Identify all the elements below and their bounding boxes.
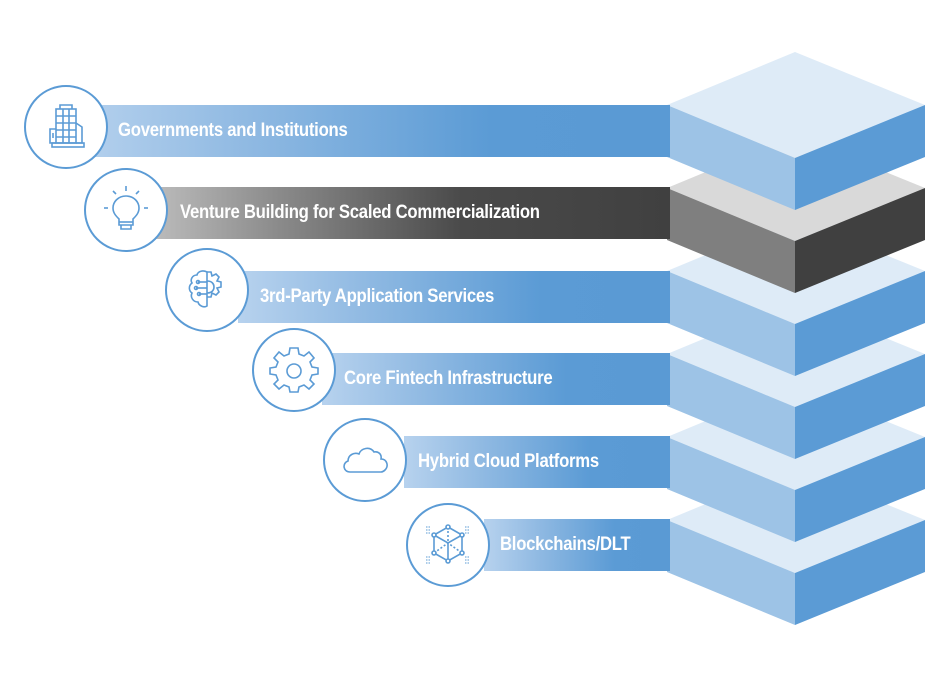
layer-label: Hybrid Cloud Platforms [418,451,599,472]
building-icon [49,104,85,148]
block-left-face [667,271,795,376]
brain-gear-icon [188,270,222,308]
layer-label: Governments and Institutions [118,120,348,141]
layer-icon-circle [323,418,407,502]
block-left-face [667,188,795,293]
layer-bar-application-services: 3rd-Party Application Services [238,271,670,323]
layer-bar-hybrid-cloud: Hybrid Cloud Platforms [404,436,670,488]
layer-icon-circle [165,248,249,332]
block-left-face [667,354,795,459]
layer-label: 3rd-Party Application Services [260,286,494,307]
block-left-face [667,105,795,210]
block-right-face [795,105,925,210]
layer-bar-governments: Governments and Institutions [70,105,670,157]
layer-icon-circle [406,503,490,587]
layer-icon-circle [24,85,108,169]
gear-icon [269,347,319,393]
block-right-face [795,437,925,542]
block-left-face [667,437,795,542]
layer-label: Core Fintech Infrastructure [344,368,553,389]
layer-icon-circle [252,328,336,412]
layer-bar-blockchains: Blockchains/DLT [484,519,670,571]
layer-bar-core-fintech: Core Fintech Infrastructure [322,353,670,405]
blockchain-cube-icon [426,524,470,564]
block-right-face [795,271,925,376]
block-right-face [795,354,925,459]
layer-icon-circle [84,168,168,252]
layer-bar-venture-building: Venture Building for Scaled Commercializ… [150,187,670,239]
block-right-face [795,520,925,625]
cloud-icon [343,447,388,473]
block-right-face [795,188,925,293]
block-left-face [667,520,795,625]
block-top-face [667,52,925,158]
layer-label: Blockchains/DLT [500,534,631,555]
lightbulb-icon [104,186,148,230]
stack-block [667,52,925,210]
layer-label: Venture Building for Scaled Commercializ… [180,202,540,223]
